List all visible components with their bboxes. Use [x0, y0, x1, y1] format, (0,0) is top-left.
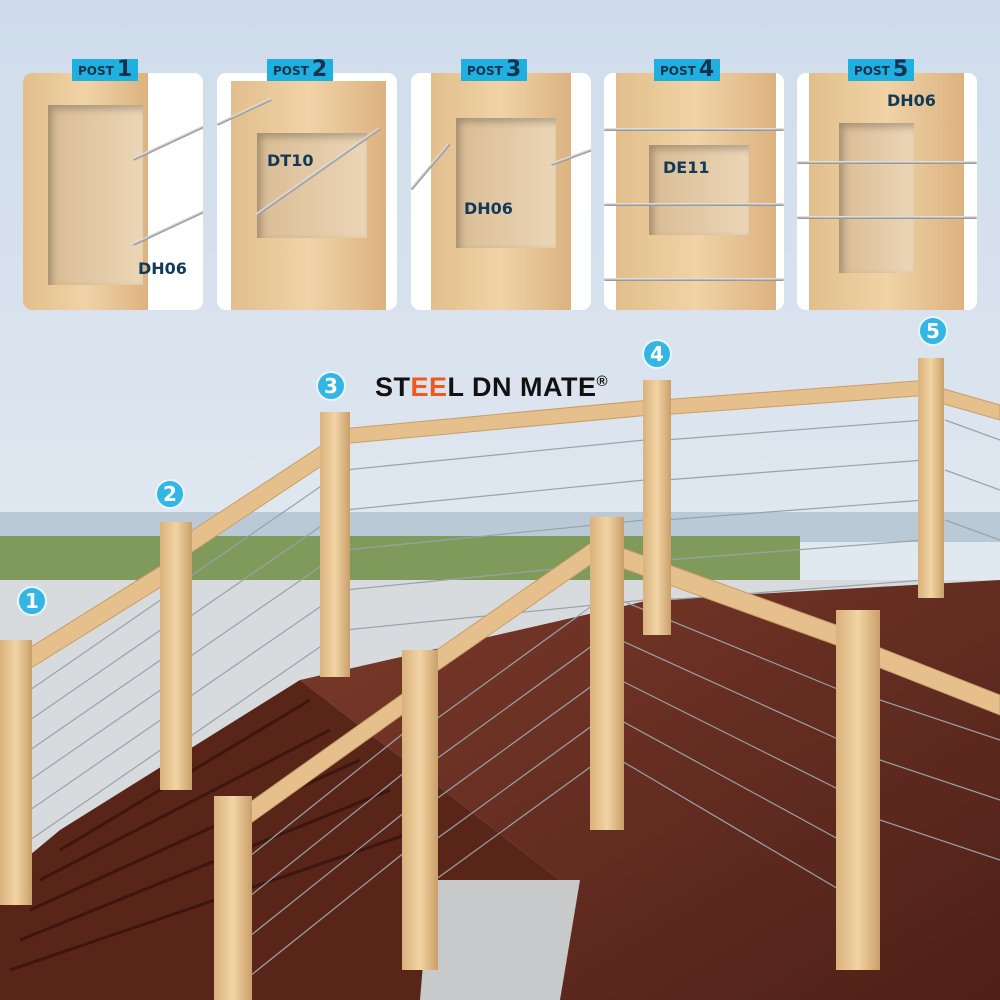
tab-word: POST — [78, 64, 114, 78]
post-4-detail-panel: DE11 — [604, 73, 784, 310]
tab-number: 5 — [892, 57, 909, 82]
tab-number: 4 — [698, 57, 715, 82]
post-marker-2: 2 — [155, 479, 185, 509]
brand-logo: STEEL DN MATE® — [375, 372, 608, 403]
post-marker-5: 5 — [918, 316, 948, 346]
logo-accent-text: EE — [410, 372, 448, 402]
logo-text: ST — [375, 372, 411, 402]
tab-word: POST — [854, 64, 890, 78]
part-code: DH06 — [138, 259, 187, 278]
post-1-detail-panel: DH06 — [23, 73, 203, 310]
cable — [604, 203, 784, 206]
post-recess — [456, 118, 556, 248]
tab-number: 2 — [311, 57, 328, 82]
post-marker-3: 3 — [316, 371, 346, 401]
post-2-detail-panel: DT10 — [217, 73, 397, 310]
tab-word: POST — [273, 64, 309, 78]
tab-word: POST — [660, 64, 696, 78]
post-recess — [839, 123, 914, 273]
registered-mark: ® — [596, 373, 609, 390]
cable — [604, 128, 784, 131]
post-recess — [649, 145, 749, 235]
logo-text: L DN MATE — [447, 372, 597, 402]
cable — [604, 278, 784, 281]
post-5-detail-panel: DH06 — [797, 73, 977, 310]
part-code: DE11 — [663, 158, 710, 177]
tab-number: 3 — [505, 57, 522, 82]
cable — [797, 161, 977, 164]
part-code: DH06 — [464, 199, 513, 218]
post-3-detail-panel: DH06 — [411, 73, 591, 310]
post-marker-4: 4 — [642, 339, 672, 369]
part-code: DT10 — [267, 151, 314, 170]
post-marker-1: 1 — [17, 586, 47, 616]
cable — [797, 216, 977, 219]
tab-word: POST — [467, 64, 503, 78]
post-recess — [48, 105, 143, 285]
tab-number: 1 — [116, 57, 133, 82]
part-code: DH06 — [887, 91, 936, 110]
